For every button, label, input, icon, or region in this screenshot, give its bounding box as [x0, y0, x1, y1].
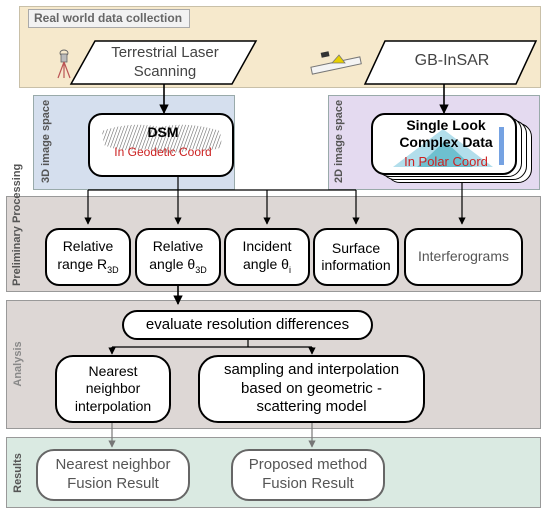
dsm-box — [88, 113, 234, 177]
slc-title-line1: Single Look — [406, 117, 486, 133]
collection-title: Real world data collection — [34, 11, 183, 25]
gbinsar-rail-icon — [310, 51, 362, 75]
dsm-point-cloud — [102, 124, 222, 153]
relative-angle-line2: angle θ — [149, 255, 196, 272]
nearest-neighbor-result-box: Nearest neighbor Fusion Result — [36, 449, 190, 501]
relative-angle-line1: Relative — [152, 238, 204, 255]
collection-title-box — [28, 9, 190, 28]
relative-range-line2: range R — [57, 255, 108, 272]
surface-info-line1: Surface — [331, 239, 381, 256]
nearest-neighbor-line1: Nearest — [88, 362, 138, 379]
relative-range-box: Relative range R3D — [45, 228, 131, 286]
slc-phase-image — [393, 127, 504, 167]
tls-label-line2: Scanning — [133, 63, 197, 80]
nearest-neighbor-line2: neighbor — [85, 380, 141, 397]
interferograms-label: Interferograms — [417, 248, 510, 265]
gbinsar-source-shape — [363, 40, 538, 85]
proposed-method-result-line1: Proposed method — [248, 456, 368, 474]
sampling-interpolation-box: sampling and interpolation based on geom… — [198, 355, 425, 423]
nearest-neighbor-box: Nearest neighbor interpolation — [55, 355, 171, 423]
slc-box — [371, 113, 517, 175]
incident-angle-line2: angle θ — [243, 255, 289, 272]
sampling-interpolation-line2: based on geometric - — [241, 379, 382, 397]
surface-info-line2: information — [321, 257, 391, 273]
evaluate-resolution-label: evaluate resolution differences — [145, 315, 350, 333]
slc-title-line2: Complex Data — [399, 134, 493, 150]
evaluate-resolution-box: evaluate resolution differences — [122, 310, 373, 340]
sampling-interpolation-line1: sampling and interpolation — [223, 360, 400, 378]
relative-angle-subscript: 3D — [195, 264, 207, 275]
incident-angle-line1: Incident — [242, 238, 292, 255]
interferograms-box: Interferograms — [404, 228, 523, 286]
relative-range-subscript: 3D — [107, 264, 119, 275]
laser-scanner-icon — [57, 49, 71, 79]
tls-label: Terrestrial Laser Scanning — [96, 43, 234, 81]
dsm-subtitle: In Geodetic Coord — [114, 145, 212, 159]
nearest-neighbor-result-line2: Fusion Result — [67, 475, 159, 492]
tls-source-shape — [69, 40, 258, 85]
slc-title: Single Look Complex Data — [371, 117, 521, 151]
incident-angle-box: Incident angle θi — [224, 228, 310, 286]
tls-label-line1: Terrestrial Laser — [111, 44, 219, 61]
incident-angle-subscript: i — [288, 264, 291, 275]
proposed-method-result-line2: Fusion Result — [262, 475, 354, 492]
dsm-title: DSM — [147, 124, 179, 140]
gbinsar-label: GB-InSAR — [414, 52, 490, 69]
relative-angle-box: Relative angle θ3D — [135, 228, 221, 286]
surface-info-box: Surface information — [313, 228, 399, 286]
slc-subtitle: In Polar Coord — [404, 154, 488, 169]
relative-range-line1: Relative — [62, 238, 114, 255]
sampling-interpolation-line3: scattering model — [256, 398, 367, 416]
nearest-neighbor-result-line1: Nearest neighbor — [55, 456, 171, 474]
nearest-neighbor-line3: interpolation — [74, 397, 152, 414]
proposed-method-result-box: Proposed method Fusion Result — [231, 449, 385, 501]
